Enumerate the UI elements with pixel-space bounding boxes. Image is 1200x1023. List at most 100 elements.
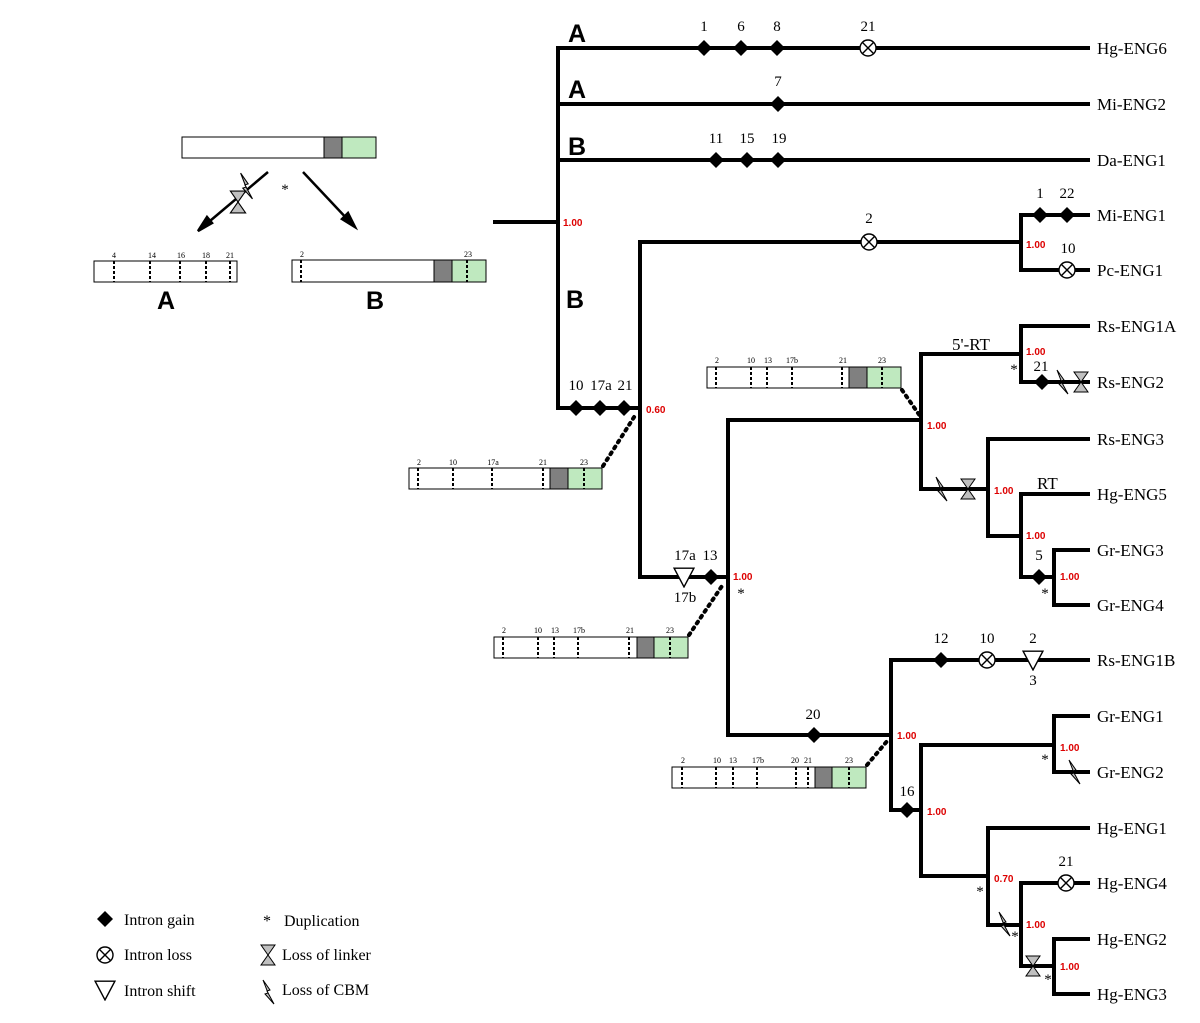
intron-position: 17b <box>786 356 798 365</box>
intron-position: 13 <box>729 756 737 765</box>
taxon-label: Rs-ENG2 <box>1097 373 1164 392</box>
branch-label: RT <box>1037 474 1058 493</box>
support-value: 1.00 <box>994 486 1014 497</box>
intron-number: 12 <box>934 631 949 647</box>
duplication-mark: * <box>281 182 289 198</box>
intron-position: 4 <box>112 251 116 260</box>
taxon-label: Gr-ENG4 <box>1097 596 1164 615</box>
taxon-label: Hg-ENG1 <box>1097 819 1167 838</box>
branch-events: 1 6 8 21 7 11 15 19 2 1 22 10 10 17a 21 … <box>568 19 1089 988</box>
support-value: 1.00 <box>1060 743 1080 754</box>
intron-position: 2 <box>300 250 304 259</box>
intron-position: 10 <box>713 756 721 765</box>
taxon-label: Gr-ENG1 <box>1097 707 1164 726</box>
loss-of-linker-icon <box>260 944 276 966</box>
support-value: 1.00 <box>927 421 947 432</box>
gene-model-title: A <box>157 287 175 315</box>
intron-position: 14 <box>148 251 156 260</box>
intron-number: 7 <box>774 74 782 90</box>
intron-number: 8 <box>773 19 781 35</box>
intron-position: 21 <box>539 458 547 467</box>
intron-number: 21 <box>1059 854 1074 870</box>
intron-gain-icon <box>1059 207 1075 223</box>
intron-number: 1 <box>1036 186 1044 202</box>
intron-number: 17a <box>590 378 612 394</box>
intron-number: 6 <box>737 19 745 35</box>
gene-models: * 4 14 16 18 21 A <box>93 136 922 789</box>
intron-position: 2 <box>715 356 719 365</box>
intron-gain-icon <box>1031 569 1047 585</box>
intron-position: 18 <box>202 251 210 260</box>
intron-number: 15 <box>740 131 755 147</box>
intron-gain-icon <box>733 40 749 56</box>
support-value: 0.60 <box>646 405 666 416</box>
intron-position: 21 <box>626 626 634 635</box>
tree-branches <box>493 46 1090 996</box>
clade-letters: A A B B <box>566 20 586 314</box>
intron-number: 21 <box>1034 359 1049 375</box>
intron-position: 16 <box>177 251 185 260</box>
support-value: 0.70 <box>994 874 1014 885</box>
intron-loss-icon <box>859 39 877 57</box>
gene-model-arrows <box>196 171 359 233</box>
support-value: 1.00 <box>927 807 947 818</box>
intron-gain-icon <box>703 569 719 585</box>
taxon-label: Pc-ENG1 <box>1097 261 1163 280</box>
duplication-mark: * <box>1041 752 1049 768</box>
intron-position: 21 <box>839 356 847 365</box>
support-value: 1.00 <box>1060 572 1080 583</box>
legend-label: Loss of linker <box>282 947 372 964</box>
taxon-label: Hg-ENG4 <box>1097 874 1167 893</box>
intron-number: 2 <box>1029 631 1037 647</box>
intron-position: 2 <box>681 756 685 765</box>
legend-label: Duplication <box>284 913 360 930</box>
support-value: 1.00 <box>563 218 583 229</box>
taxon-label: Hg-ENG2 <box>1097 930 1167 949</box>
duplication-mark: * <box>1010 362 1018 378</box>
intron-loss-icon <box>96 946 114 964</box>
support-value: 1.00 <box>1026 531 1046 542</box>
taxon-label: Rs-ENG1B <box>1097 651 1175 670</box>
duplication-mark: * <box>1011 929 1019 945</box>
intron-number: 10 <box>1061 241 1076 257</box>
taxon-label: Gr-ENG2 <box>1097 763 1164 782</box>
support-values: 1.00 1.00 0.60 1.00 1.00 1.00 1.00 1.00 … <box>563 218 1080 973</box>
legend-label: Intron shift <box>124 983 196 1000</box>
legend: Intron gain Intron loss Intron shift * D… <box>94 911 372 1005</box>
intron-gain-icon <box>770 152 786 168</box>
intron-position: 13 <box>551 626 559 635</box>
intron-gain-icon <box>933 652 949 668</box>
taxon-label: Hg-ENG6 <box>1097 39 1167 58</box>
intron-number: 21 <box>861 19 876 35</box>
taxon-label: Rs-ENG3 <box>1097 430 1164 449</box>
intron-gain-icon <box>1032 207 1048 223</box>
gene-model-m4: 2 10 13 17b 20 21 23 <box>671 756 867 789</box>
intron-gain-icon <box>739 152 755 168</box>
intron-number: 2 <box>865 211 873 227</box>
intron-number: 3 <box>1029 673 1037 689</box>
gene-model-title: B <box>366 287 384 315</box>
branch-label: 5'-RT <box>952 335 991 354</box>
intron-position: 23 <box>845 756 853 765</box>
taxon-label: Hg-ENG5 <box>1097 485 1167 504</box>
taxon-label: Mi-ENG2 <box>1097 95 1166 114</box>
intron-number: 11 <box>709 131 723 147</box>
gene-model-b: 2 23 B <box>291 250 487 315</box>
intron-position: 10 <box>747 356 755 365</box>
taxon-labels: Hg-ENG6 Mi-ENG2 Da-ENG1 Mi-ENG1 Pc-ENG1 … <box>1097 39 1177 1004</box>
intron-shift-icon <box>94 980 116 1001</box>
model-connectors <box>601 388 922 767</box>
intron-gain-icon <box>708 152 724 168</box>
intron-position: 17b <box>573 626 585 635</box>
intron-gain-icon <box>769 40 785 56</box>
intron-number: 13 <box>703 548 718 564</box>
intron-loss-icon <box>860 233 878 251</box>
taxon-label: Da-ENG1 <box>1097 151 1166 170</box>
intron-position: 10 <box>534 626 542 635</box>
intron-gain-icon <box>696 40 712 56</box>
support-value: 1.00 <box>1026 240 1046 251</box>
intron-number: 16 <box>900 784 916 800</box>
intron-loss-icon <box>1057 874 1075 892</box>
taxon-label: Gr-ENG3 <box>1097 541 1164 560</box>
